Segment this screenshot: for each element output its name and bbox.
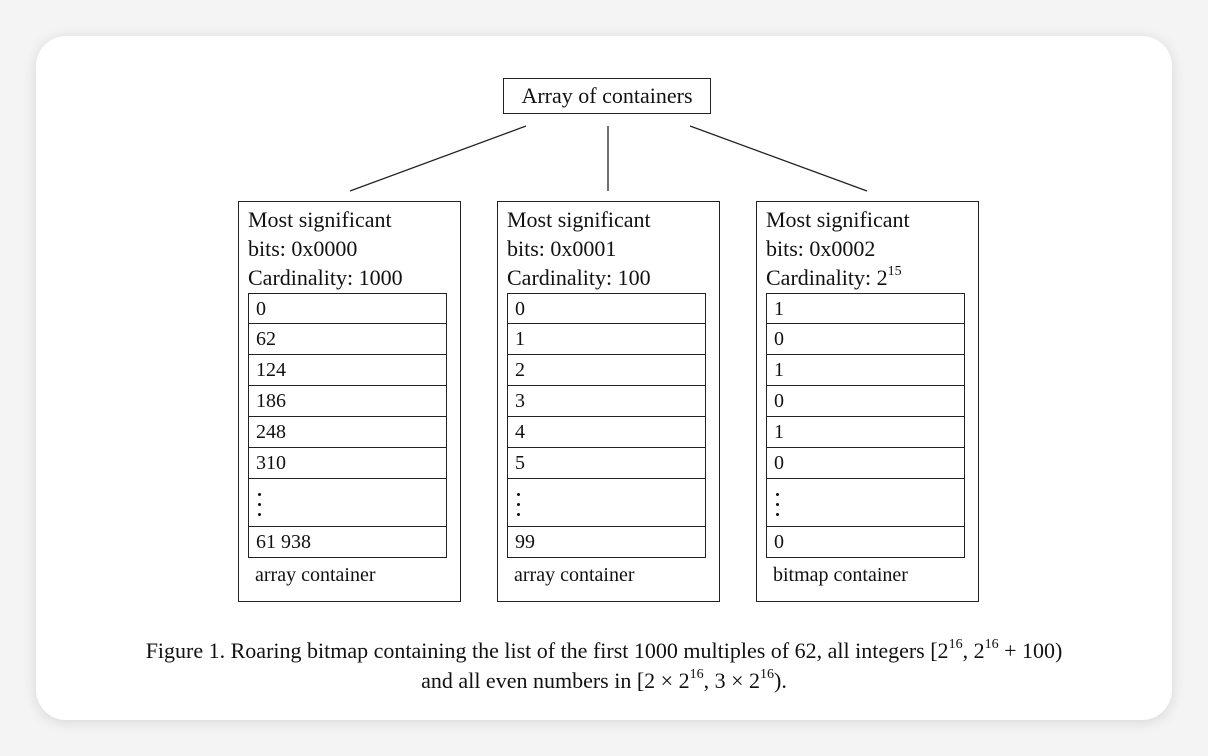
last-bit-cell: 0	[766, 527, 965, 558]
msb-line1: Most significant	[507, 207, 651, 232]
caption-exponent: 16	[984, 636, 999, 652]
bit-cell: 0	[766, 448, 965, 479]
caption-exponent: 16	[689, 666, 704, 682]
array-of-containers-box: Array of containers	[503, 78, 711, 114]
vertical-ellipsis-icon	[258, 493, 262, 519]
ellipsis-cell	[507, 479, 706, 527]
caption-text: , 3 × 2	[703, 668, 760, 693]
value-cell: 4	[507, 417, 706, 448]
cardinality: Cardinality: 1000	[248, 263, 403, 292]
vertical-ellipsis-icon	[517, 493, 521, 519]
caption-text: Figure 1. Roaring bitmap containing the …	[145, 638, 949, 663]
msb-line2: bits: 0x0002	[766, 236, 876, 261]
ellipsis-cell	[248, 479, 447, 527]
value-cell: 1	[507, 324, 706, 355]
cardinality: Cardinality: 100	[507, 263, 651, 292]
value-cells: 0 1 2 3 4 5 99	[507, 293, 706, 558]
cardinality-label: Cardinality:	[248, 265, 359, 290]
cardinality-value: 2	[876, 265, 888, 290]
figure-caption: Figure 1. Roaring bitmap containing the …	[40, 636, 1168, 696]
bit-cell: 1	[766, 293, 965, 324]
value-cell: 186	[248, 386, 447, 417]
caption-line2: and all even numbers in [2 × 216, 3 × 21…	[40, 666, 1168, 696]
caption-text: , 2	[962, 638, 985, 663]
bit-cell: 0	[766, 324, 965, 355]
container-0x0001: Most significant bits: 0x0001 Cardinalit…	[497, 201, 720, 602]
container-header: Most significant bits: 0x0002 Cardinalit…	[766, 205, 910, 292]
container-type-label: array container	[255, 564, 376, 586]
root-label: Array of containers	[521, 83, 693, 108]
bit-cell: 0	[766, 386, 965, 417]
cardinality-label: Cardinality:	[507, 265, 618, 290]
msb-line1: Most significant	[766, 207, 910, 232]
ellipsis-cell	[766, 479, 965, 527]
container-0x0000: Most significant bits: 0x0000 Cardinalit…	[238, 201, 461, 602]
container-type-label: array container	[514, 564, 635, 586]
caption-text: + 100)	[998, 638, 1063, 663]
bit-cell: 1	[766, 417, 965, 448]
cardinality-label: Cardinality:	[766, 265, 877, 290]
caption-exponent: 16	[948, 636, 963, 652]
caption-text: ).	[774, 668, 787, 693]
caption-exponent: 16	[760, 666, 774, 682]
cardinality-value: 1000	[358, 265, 403, 290]
value-cells: 0 62 124 186 248 310 61 938	[248, 293, 447, 558]
msb-line2: bits: 0x0000	[248, 236, 358, 261]
cardinality-value: 100	[617, 265, 651, 290]
value-cell: 2	[507, 355, 706, 386]
cardinality: Cardinality: 215	[766, 263, 910, 292]
value-cell: 0	[507, 293, 706, 324]
container-header: Most significant bits: 0x0001 Cardinalit…	[507, 205, 651, 292]
container-header: Most significant bits: 0x0000 Cardinalit…	[248, 205, 403, 292]
value-cell: 124	[248, 355, 447, 386]
value-cell: 310	[248, 448, 447, 479]
last-value-cell: 99	[507, 527, 706, 558]
bit-cell: 1	[766, 355, 965, 386]
value-cell: 62	[248, 324, 447, 355]
msb-line2: bits: 0x0001	[507, 236, 617, 261]
vertical-ellipsis-icon	[776, 493, 780, 519]
container-type-label: bitmap container	[773, 564, 908, 586]
caption-text: and all even numbers in [2 × 2	[421, 668, 690, 693]
container-0x0002: Most significant bits: 0x0002 Cardinalit…	[756, 201, 979, 602]
value-cell: 248	[248, 417, 447, 448]
value-cells: 1 0 1 0 1 0 0	[766, 293, 965, 558]
value-cell: 3	[507, 386, 706, 417]
cardinality-exponent: 15	[887, 263, 902, 279]
last-value-cell: 61 938	[248, 527, 447, 558]
caption-line1: Figure 1. Roaring bitmap containing the …	[40, 636, 1168, 666]
msb-line1: Most significant	[248, 207, 392, 232]
value-cell: 0	[248, 293, 447, 324]
value-cell: 5	[507, 448, 706, 479]
